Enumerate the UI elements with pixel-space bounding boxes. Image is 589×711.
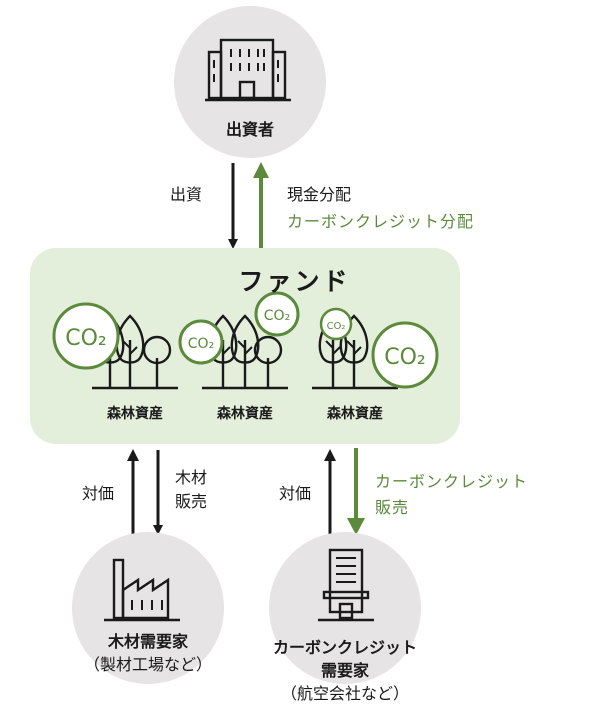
- co2-bubble-icon: CO₂: [319, 307, 353, 341]
- credit-buyer-name-2: 需要家: [320, 661, 369, 681]
- svg-text:CO₂: CO₂: [65, 326, 107, 351]
- payment-arrow-left: [127, 449, 139, 535]
- svg-text:CO₂: CO₂: [327, 321, 346, 332]
- building-icon: [205, 38, 291, 102]
- investor-label: 出資者: [225, 120, 274, 139]
- timber-buyer-label: 木材需要家 （製材工場など）: [58, 630, 238, 676]
- co2-bubble-icon: CO₂: [178, 319, 224, 365]
- timber-sales-label-1: 木材: [175, 468, 208, 487]
- forest-asset-label: 森林資産: [107, 406, 163, 422]
- credit-buyer-circle: [269, 532, 421, 684]
- tree-icon: [202, 314, 288, 390]
- fund-title: ファンド: [238, 267, 351, 296]
- svg-text:CO₂: CO₂: [384, 345, 426, 370]
- credit-sales-label-2: 販売: [375, 498, 410, 517]
- co2-bubble-icon: CO₂: [254, 291, 300, 337]
- factory-icon: [104, 558, 180, 622]
- credit-sales-arrow: [347, 448, 365, 535]
- timber-buyer-example: （製材工場など）: [83, 655, 212, 675]
- forest-asset-label: 森林資産: [217, 406, 273, 422]
- co2-bubble-icon: CO₂: [371, 321, 439, 389]
- svg-text:CO₂: CO₂: [264, 308, 290, 324]
- investment-label: 出資: [170, 185, 203, 204]
- credit-buyer-name-1: カーボンクレジット: [272, 638, 417, 657]
- timber-sales-label-2: 販売: [175, 492, 208, 511]
- credit-buyer-label: カーボンクレジット 需要家 （航空会社など）: [240, 636, 450, 706]
- payment-label-right: 対価: [279, 484, 312, 503]
- svg-text:CO₂: CO₂: [188, 336, 214, 352]
- credit-distribution-label: カーボンクレジット分配: [287, 212, 475, 231]
- payment-arrow-right: [324, 449, 336, 535]
- tree-icon: [92, 314, 178, 390]
- timber-buyer-name: 木材需要家: [107, 632, 188, 651]
- distribution-arrow: [253, 162, 269, 250]
- cash-distribution-label: 現金分配: [287, 185, 352, 204]
- credit-sales-label-1: カーボンクレジット: [375, 472, 529, 491]
- credit-buyer-example: （航空会社など）: [280, 684, 409, 704]
- co2-bubble-icon: CO₂: [52, 302, 120, 370]
- office-building-icon: [318, 548, 374, 622]
- payment-label-left: 対価: [82, 484, 115, 503]
- timber-buyer-circle: [72, 532, 224, 684]
- forest-asset-label: 森林資産: [327, 406, 383, 422]
- tree-icon: [312, 314, 398, 390]
